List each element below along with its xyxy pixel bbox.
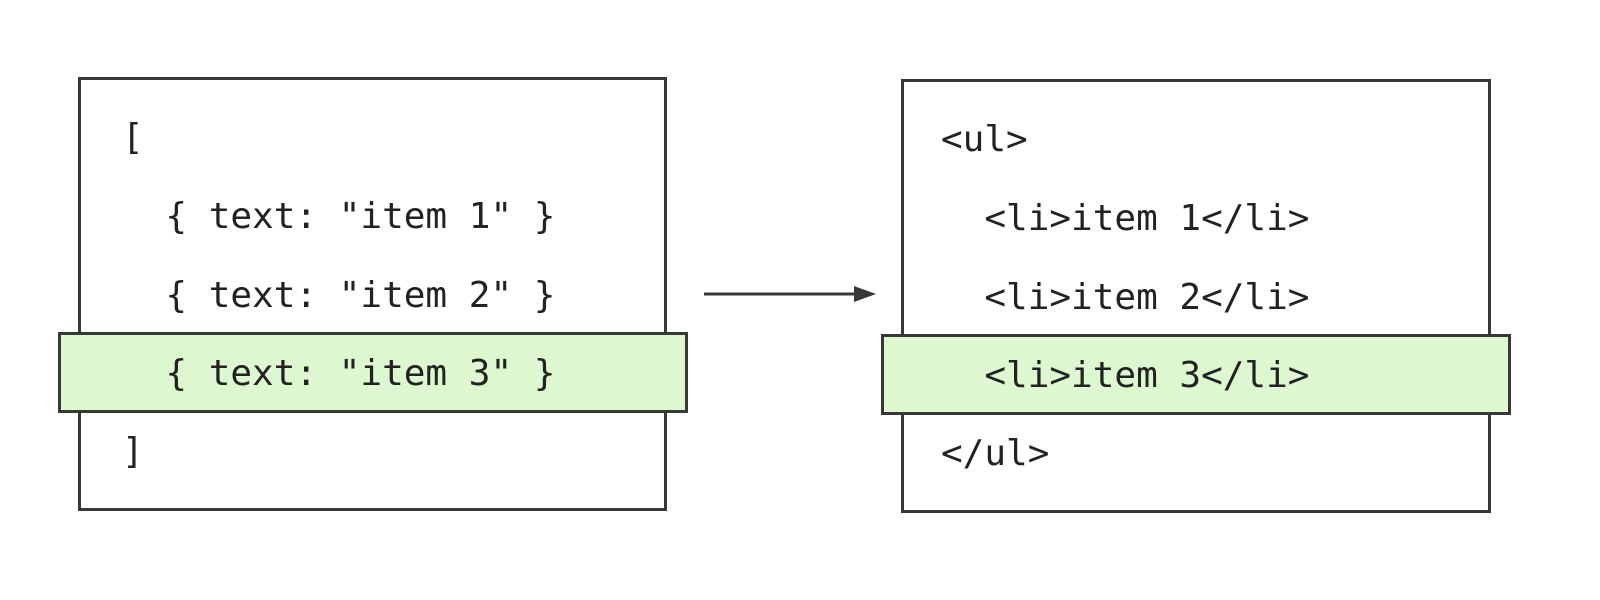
data-array-line-open-bracket: [ — [122, 117, 144, 158]
html-list-panel — [901, 79, 1491, 513]
data-array-line-item-3: { text: "item 3" } — [122, 353, 556, 394]
data-array-line-close-bracket: ] — [122, 431, 144, 472]
html-list-line-li-2: <li>item 2</li> — [941, 277, 1310, 318]
html-list-highlight-row — [881, 334, 1511, 415]
html-list-line-li-3: <li>item 3</li> — [941, 355, 1310, 396]
html-list-line-ul-close: </ul> — [941, 433, 1050, 474]
data-array-highlight-row — [58, 332, 688, 413]
html-list-line-ul-open: <ul> — [941, 119, 1028, 160]
right-arrow-icon — [704, 286, 876, 302]
data-array-panel — [78, 77, 667, 511]
html-list-line-li-1: <li>item 1</li> — [941, 198, 1310, 239]
data-array-line-item-1: { text: "item 1" } — [122, 196, 556, 237]
data-array-line-item-2: { text: "item 2" } — [122, 275, 556, 316]
